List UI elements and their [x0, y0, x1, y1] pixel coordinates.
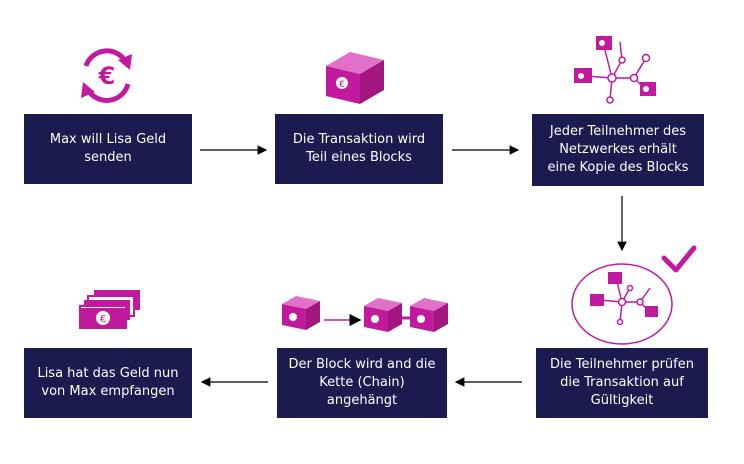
step-6-box: Lisa hat das Geld nun von Max empfangen — [24, 348, 192, 418]
network-cube-1 — [596, 36, 612, 50]
step-4-box: Die Teilnehmer prüfen die Transaktion au… — [536, 348, 708, 418]
svg-text:€: € — [98, 62, 116, 90]
step-2-label: Die Transaktion wird Teil eines Blocks — [292, 132, 426, 165]
step-2-box: Die Transaktion wird Teil eines Blocks — [275, 114, 443, 184]
network-cube-2 — [574, 68, 592, 83]
step-3-label: Jeder Teilnehmer des Netzwerkes erhält e… — [547, 124, 689, 175]
network-icon — [585, 41, 651, 104]
step-4-label: Die Teilnehmer prüfen die Transaktion au… — [550, 357, 694, 408]
euro-exchange-icon: € — [81, 48, 132, 103]
network-cube-3 — [640, 82, 656, 96]
step-5-box: Der Block wird and die Kette (Chain) ang… — [277, 348, 447, 418]
step-3-box: Jeder Teilnehmer des Netzwerkes erhält e… — [532, 114, 704, 186]
step-1-box: Max will Lisa Geld senden — [24, 114, 192, 184]
svg-text:€: € — [100, 314, 106, 325]
step-5-label: Der Block wird and die Kette (Chain) ang… — [288, 357, 436, 408]
chain-block-a — [364, 298, 402, 332]
network-check-icon — [571, 245, 697, 345]
banknotes-icon: € — [79, 290, 140, 329]
step-6-label: Lisa hat das Geld nun von Max empfangen — [37, 366, 179, 399]
svg-text:€: € — [339, 80, 345, 90]
checkmark-icon — [661, 245, 697, 273]
chain-block-single — [282, 296, 320, 330]
chain-blocks-icon — [282, 296, 448, 332]
block-box-icon: € — [326, 52, 384, 104]
step-1-label: Max will Lisa Geld senden — [49, 132, 167, 165]
chain-block-b — [410, 298, 448, 332]
